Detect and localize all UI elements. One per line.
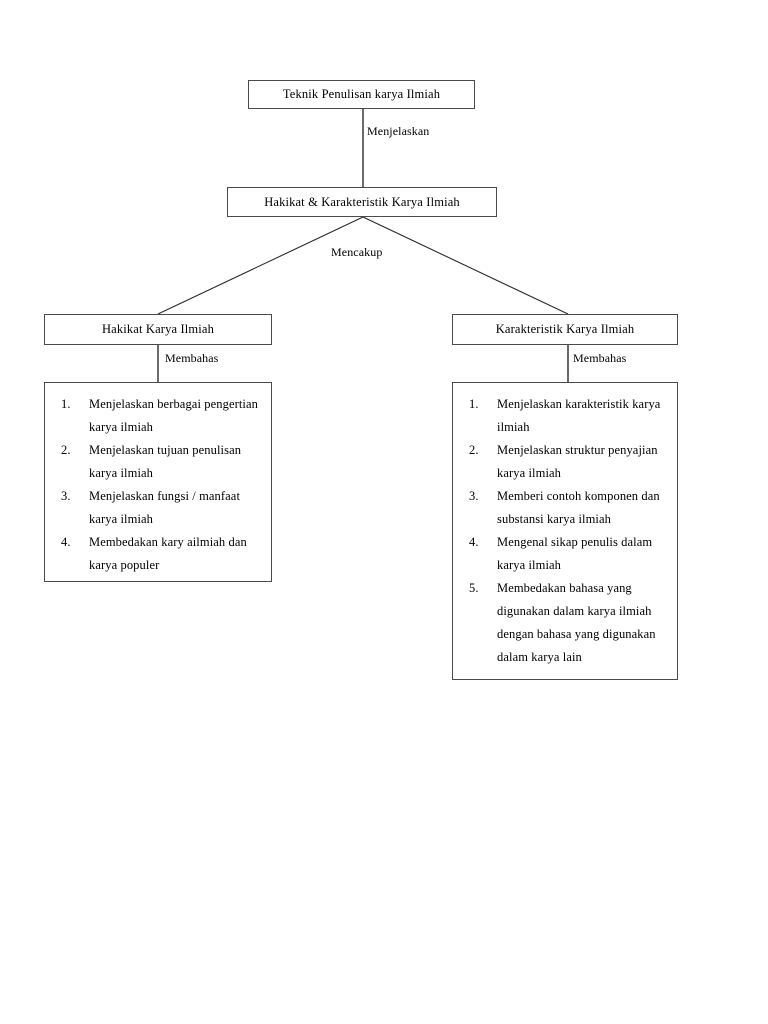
node-karakteristik-label: Karakteristik Karya Ilmiah bbox=[495, 322, 635, 336]
connector-level2-to-hakikat bbox=[157, 216, 364, 315]
list-item: Menjelaskan berbagai pengertian karya il… bbox=[61, 393, 258, 434]
node-level2-label: Hakikat & Karakteristik Karya Ilmiah bbox=[264, 194, 460, 209]
node-hakikat-karya-ilmiah: Hakikat Karya Ilmiah bbox=[44, 314, 272, 345]
list-item: Menjelaskan fungsi / manfaat karya ilmia… bbox=[61, 485, 241, 526]
node-root: Teknik Penulisan karya Ilmiah bbox=[248, 80, 475, 109]
list-item: Membedakan kary ailmiah dan karya popule… bbox=[61, 531, 247, 572]
hakikat-ordered-list: Menjelaskan berbagai pengertian karya il… bbox=[55, 393, 263, 577]
edge-label-membahas-left: Membahas bbox=[165, 351, 219, 365]
connector-level2-to-karakteristik bbox=[362, 216, 569, 315]
node-karakteristik-karya-ilmiah: Karakteristik Karya Ilmiah bbox=[452, 314, 678, 345]
edge-label-membahas-right: Membahas bbox=[573, 351, 627, 365]
edge-label-mencakup: Mencakup bbox=[331, 245, 383, 259]
list-item: Menjelaskan karakteristik karya ilmiah bbox=[469, 393, 661, 434]
list-item: Membedakan bahasa yang digunakan dalam k… bbox=[469, 577, 656, 664]
list-hakikat-items: Menjelaskan berbagai pengertian karya il… bbox=[44, 382, 272, 582]
node-root-label: Teknik Penulisan karya Ilmiah bbox=[282, 87, 441, 101]
list-item: Menjelaskan struktur penyajian karya ilm… bbox=[469, 439, 658, 480]
edge-label-menjelaskan: Menjelaskan bbox=[367, 124, 430, 138]
list-item: Menjelaskan tujuan penulisan karya ilmia… bbox=[61, 439, 242, 480]
node-hakikat-karakteristik: Hakikat & Karakteristik Karya Ilmiah bbox=[227, 187, 497, 217]
list-item: Mengenal sikap penulis dalam karya ilmia… bbox=[469, 531, 653, 572]
node-hakikat-label: Hakikat Karya Ilmiah bbox=[102, 322, 214, 336]
list-item: Memberi contoh komponen dan substansi ka… bbox=[469, 485, 660, 526]
